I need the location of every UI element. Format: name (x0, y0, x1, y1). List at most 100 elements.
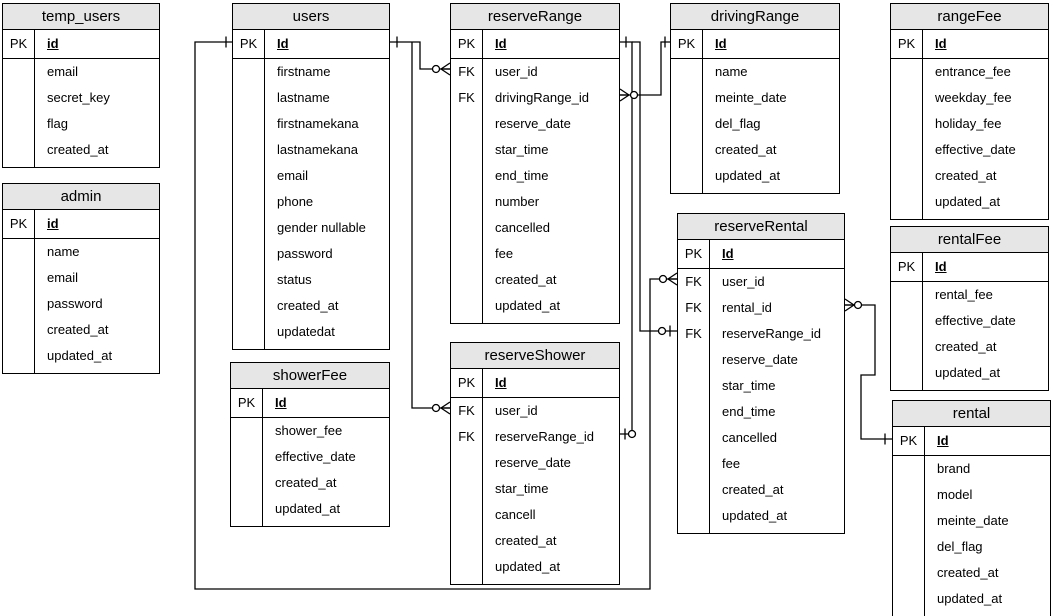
key-column (3, 239, 35, 373)
field-name: del_flag (937, 539, 983, 554)
pk-field-name: Id (495, 375, 507, 390)
relationship-line-rental-Id-to-reserveRental-rental_id (844, 298, 892, 445)
key-column (671, 59, 703, 193)
field-name: drivingRange_id (495, 90, 589, 105)
field-name: firstnamekana (277, 116, 359, 131)
key-cell-empty (451, 267, 482, 293)
entity-title: reserveShower (451, 343, 619, 369)
relationship-line-reserveRange-Id-to-reserveShower-reserveRange_id (620, 36, 637, 440)
entity-title: admin (3, 184, 159, 210)
key-column (893, 456, 925, 616)
relationship-line-users-Id-to-reserveRange-user_id (390, 36, 451, 76)
field-name: reserveRange_id (495, 429, 595, 444)
field-name: effective_date (935, 313, 1016, 328)
key-cell-empty (671, 137, 702, 163)
key-cell-empty (671, 111, 702, 137)
key-cell-empty (3, 317, 34, 343)
key-cell-empty (3, 343, 34, 369)
field-name: phone (277, 194, 314, 209)
entity-title: rental (893, 401, 1050, 427)
field-name: del_flag (715, 116, 761, 131)
cardinality-zero-circle (431, 64, 441, 74)
key-cell-empty (3, 85, 34, 111)
key-cell-empty (231, 418, 262, 444)
key-cell-empty (678, 399, 709, 425)
field-name: created_at (715, 142, 777, 157)
key-column (891, 59, 923, 219)
key-cell-empty (893, 534, 924, 560)
cardinality-many-crowfoot (440, 407, 451, 415)
field-name: created_at (722, 482, 784, 497)
pk-field-name: Id (937, 433, 949, 448)
key-cell-empty (678, 451, 709, 477)
key-cell-empty (451, 163, 482, 189)
key-cell-empty (678, 347, 709, 373)
field-name: end_time (495, 168, 549, 183)
field-name: star_time (495, 481, 549, 496)
key-cell-empty (233, 59, 264, 85)
field-name: status (277, 272, 312, 287)
key-column (3, 59, 35, 167)
field-name: updated_at (275, 501, 341, 516)
cardinality-many-crowfoot (667, 272, 678, 280)
pk-label: PK (233, 30, 265, 58)
field-name: star_time (722, 378, 776, 393)
field-name: password (47, 296, 103, 311)
field-name: updated_at (722, 508, 788, 523)
key-cell-empty (451, 241, 482, 267)
pk-field-name: Id (275, 395, 287, 410)
pk-label: PK (451, 30, 483, 58)
fk-label: FK (458, 403, 475, 418)
field-name: updated_at (715, 168, 781, 183)
cardinality-many-crowfoot (619, 94, 630, 102)
field-name: meinte_date (715, 90, 787, 105)
key-cell-empty (671, 85, 702, 111)
field-name: entrance_fee (935, 64, 1011, 79)
key-cell-empty (451, 528, 482, 554)
key-cell-empty (233, 215, 264, 241)
entity-title: showerFee (231, 363, 389, 389)
pk-field-name: Id (722, 246, 734, 261)
entity-title: rentalFee (891, 227, 1048, 253)
pk-field-name: Id (715, 36, 727, 51)
field-name: created_at (277, 298, 339, 313)
key-cell-empty (891, 282, 922, 308)
pk-label: PK (451, 369, 483, 397)
entity-title: temp_users (3, 4, 159, 30)
field-name: star_time (495, 142, 549, 157)
field-name: email (47, 270, 79, 285)
pk-field-name: Id (935, 36, 947, 51)
fk-label: FK (685, 274, 702, 289)
key-cell-empty (451, 215, 482, 241)
key-cell-empty (3, 137, 34, 163)
field-name: updated_at (495, 298, 561, 313)
field-name: rental_fee (935, 287, 993, 302)
cardinality-many-crowfoot (667, 278, 678, 286)
key-cell-empty (671, 163, 702, 189)
key-cell-empty (451, 476, 482, 502)
